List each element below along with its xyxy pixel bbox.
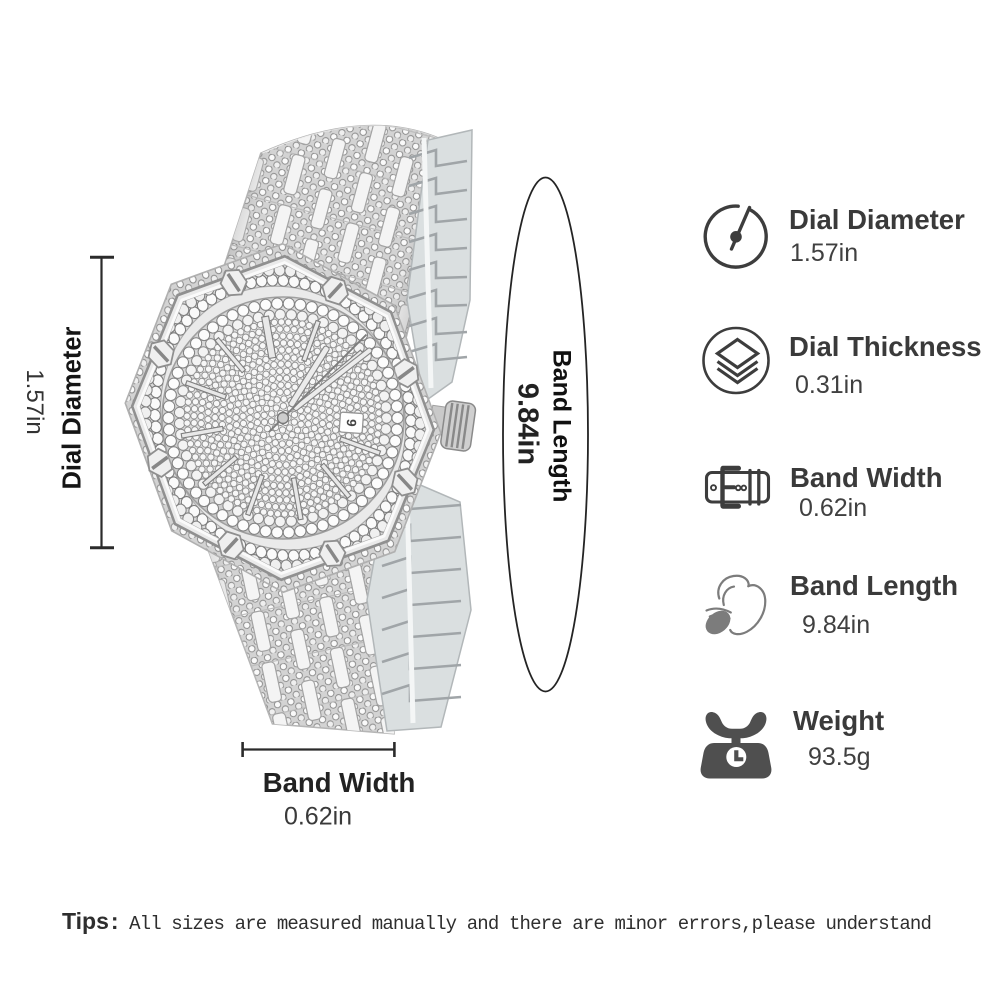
svg-text:9: 9 (344, 419, 359, 428)
